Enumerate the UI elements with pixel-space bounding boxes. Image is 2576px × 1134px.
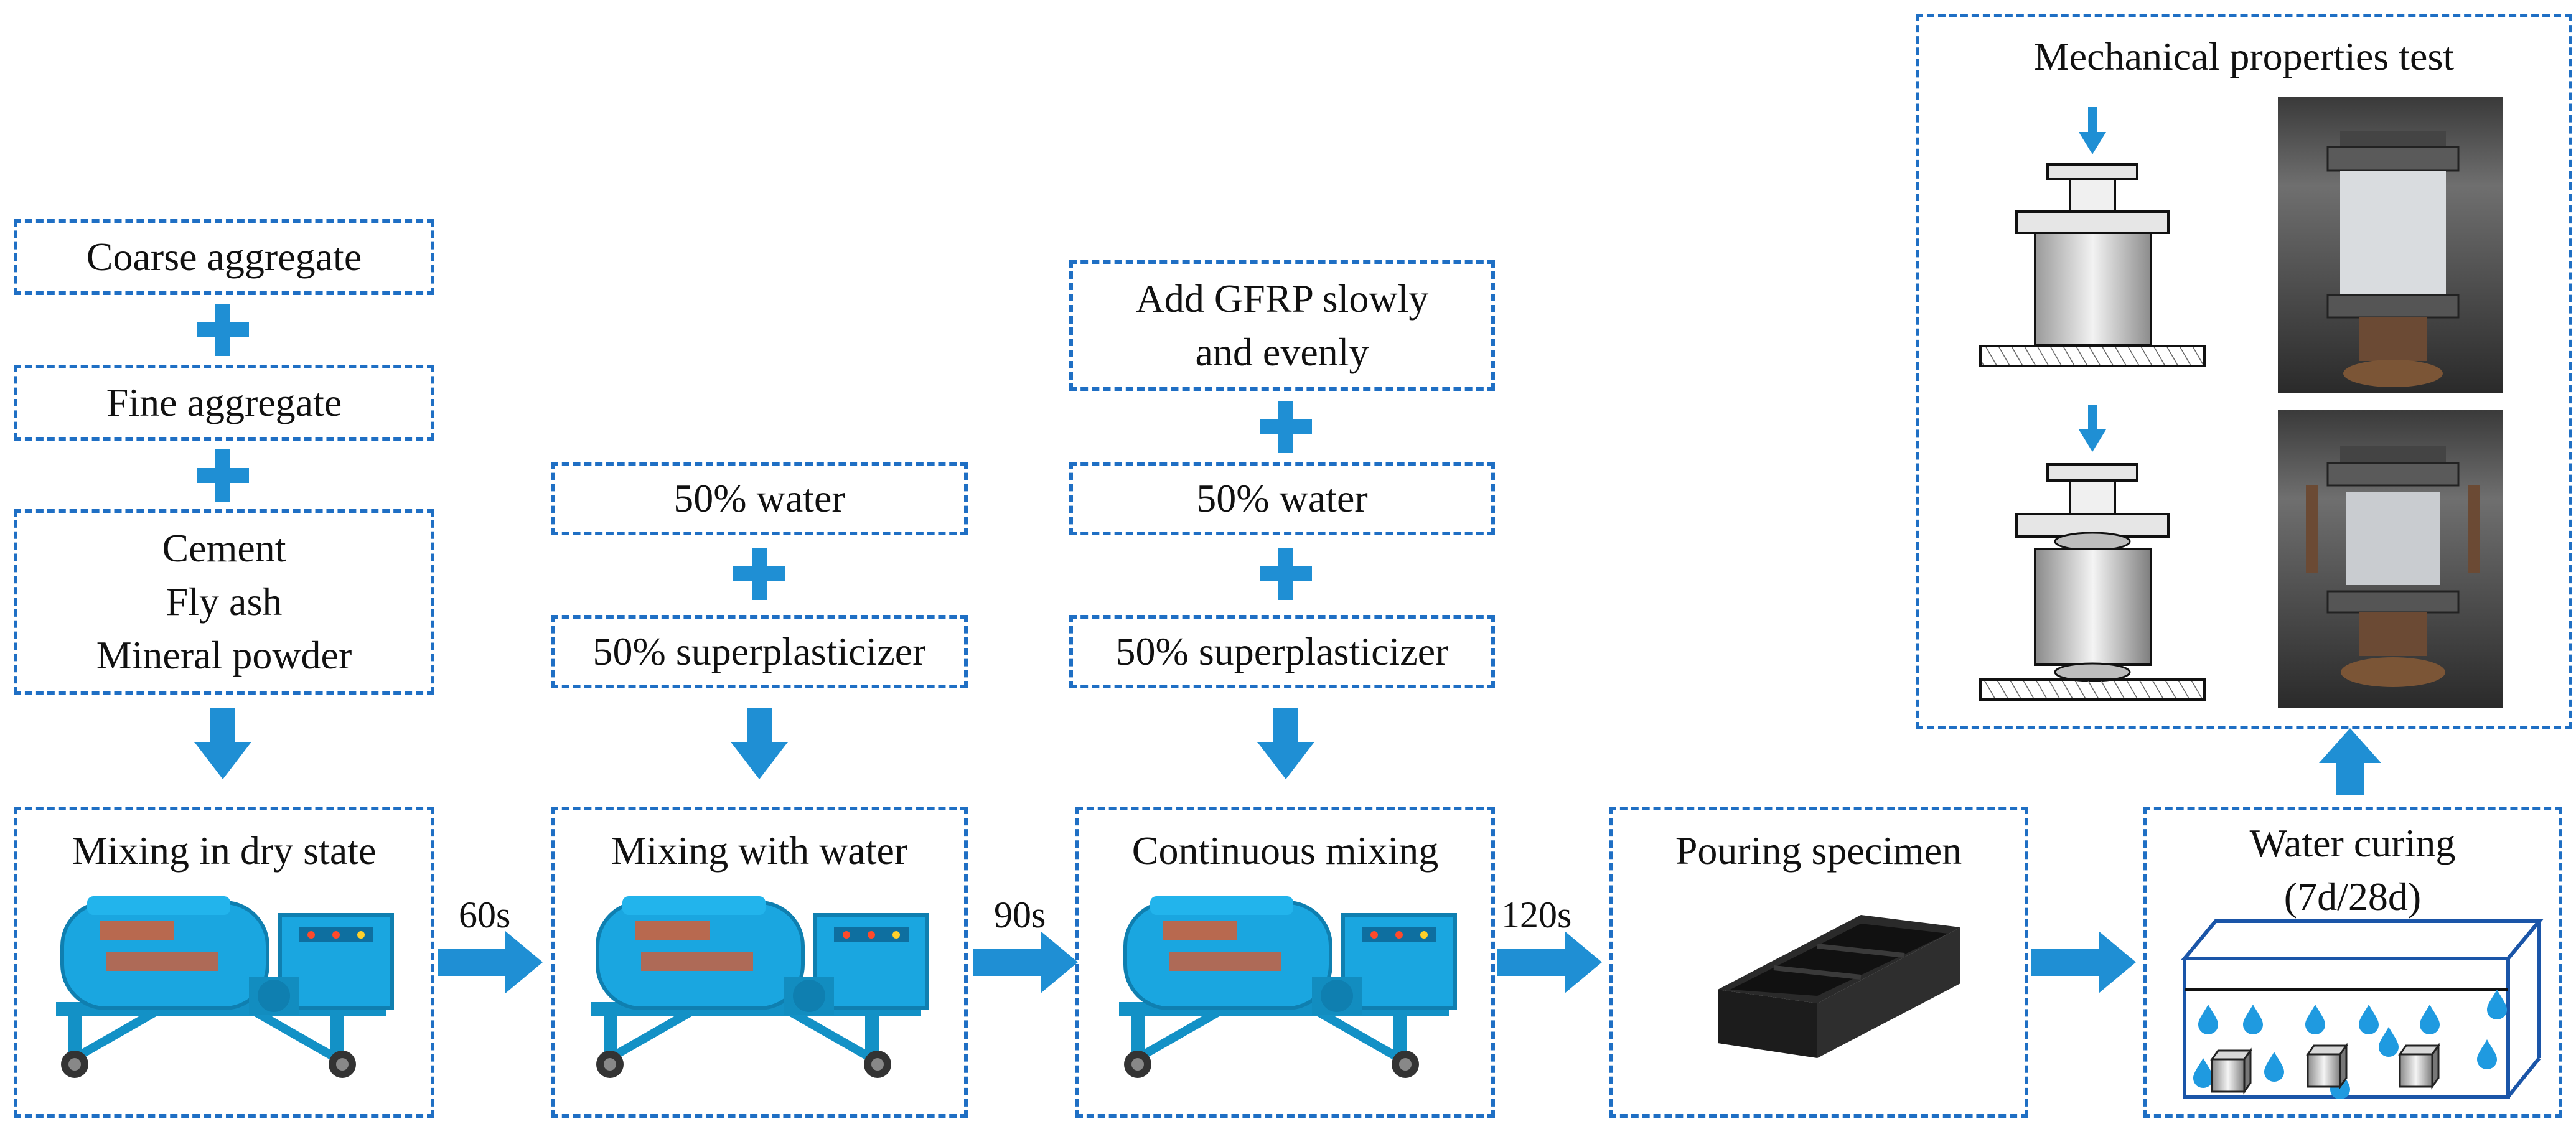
step-pouring-specimen: Pouring specimen	[1609, 807, 2028, 1118]
input-water-2: 50% water	[1069, 462, 1495, 535]
right-arrow-icon	[1497, 931, 1602, 993]
load-arrow-icon	[2079, 107, 2106, 154]
mold-icon	[1718, 915, 1960, 1058]
photo-icon	[2278, 97, 2503, 393]
test-title: Mechanical properties test	[2033, 34, 2455, 78]
down-arrow-icon	[731, 708, 788, 779]
time-label: 60s	[459, 894, 511, 935]
plus-icon	[733, 548, 785, 600]
input-label: 50% superplasticizer	[1115, 629, 1449, 673]
input-label: Add GFRP slowly	[1135, 276, 1429, 321]
time-label: 90s	[994, 894, 1046, 935]
down-arrow-icon	[1257, 708, 1314, 779]
down-arrow-icon	[194, 708, 251, 779]
load-arrow-icon	[2079, 405, 2106, 452]
mixer-icon	[1119, 896, 1455, 1078]
water-tank-icon	[2180, 919, 2544, 1099]
step-title: Mixing with water	[611, 828, 908, 873]
photo-icon	[2278, 410, 2503, 708]
plus-icon	[197, 304, 249, 356]
cube-specimen-icon	[2399, 1044, 2440, 1088]
right-arrow-icon	[2031, 931, 2136, 993]
up-arrow-icon	[2319, 728, 2381, 795]
input-coarse-aggregate: Coarse aggregate	[14, 219, 434, 295]
input-label: Fly ash	[166, 579, 283, 624]
right-arrow-icon	[438, 931, 543, 993]
mixer-icon	[56, 896, 392, 1078]
step-title: Water curing	[2249, 821, 2456, 865]
input-gfrp: Add GFRP slowly and evenly	[1069, 260, 1495, 391]
plus-icon	[1260, 548, 1312, 600]
input-binders: Cement Fly ash Mineral powder	[14, 509, 434, 695]
step-water-mixing: Mixing with water	[551, 807, 968, 1118]
step-dry-mixing: Mixing in dry state	[14, 807, 434, 1118]
cube-specimen-icon	[2307, 1044, 2348, 1088]
input-superplasticizer-2: 50% superplasticizer	[1069, 615, 1495, 688]
step-title: Mixing in dry state	[72, 828, 377, 873]
input-label: Cement	[162, 526, 286, 570]
step-water-curing: Water curing (7d/28d)	[2143, 807, 2562, 1118]
input-fine-aggregate: Fine aggregate	[14, 365, 434, 441]
input-superplasticizer-1: 50% superplasticizer	[551, 615, 968, 688]
plus-icon	[1260, 401, 1312, 453]
input-label: 50% water	[1196, 476, 1368, 520]
input-label: Coarse aggregate	[86, 235, 362, 279]
step-title: Continuous mixing	[1131, 828, 1439, 873]
step-title: (7d/28d)	[2283, 874, 2422, 919]
mixer-icon	[591, 896, 927, 1078]
right-arrow-icon	[973, 931, 1078, 993]
plus-icon	[197, 449, 249, 502]
input-label: 50% water	[673, 476, 845, 520]
input-label: Fine aggregate	[106, 380, 342, 424]
compression-schematic-2	[1979, 405, 2206, 701]
mechanical-test-panel: Mechanical properties test	[1916, 14, 2572, 729]
time-label: 120s	[1501, 894, 1572, 935]
cube-specimen-icon	[2211, 1049, 2252, 1093]
input-label: and evenly	[1195, 330, 1369, 374]
input-water-1: 50% water	[551, 462, 968, 535]
input-label: 50% superplasticizer	[592, 629, 926, 673]
step-title: Pouring specimen	[1675, 828, 1962, 873]
input-label: Mineral powder	[96, 633, 352, 677]
compression-schematic-1	[1979, 107, 2206, 367]
